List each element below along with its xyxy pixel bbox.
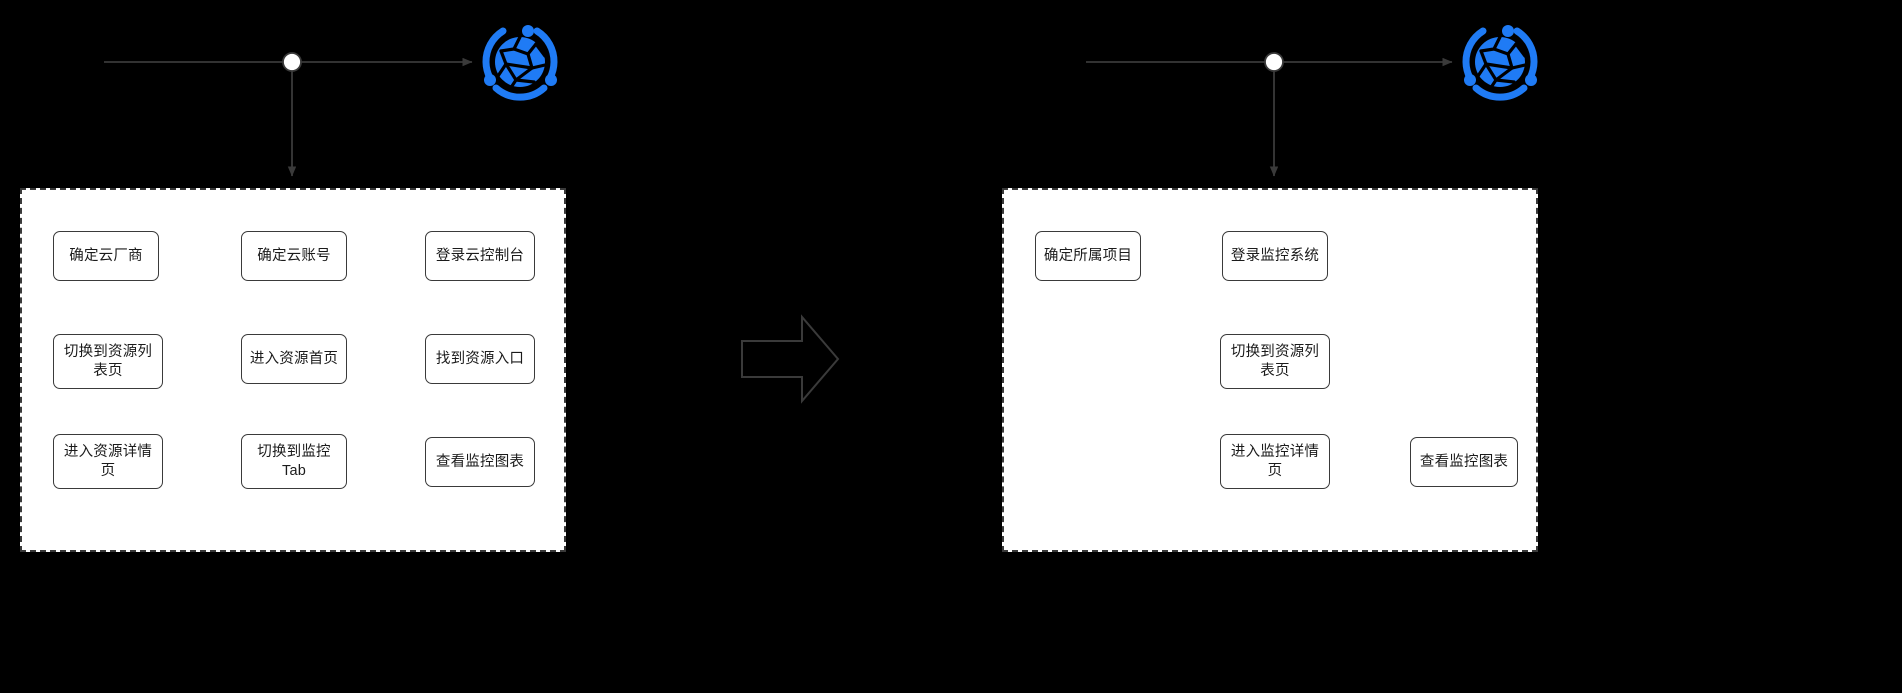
top-right-connector	[1086, 52, 1453, 177]
node-confirm-project[interactable]: 确定所属项目	[1035, 231, 1141, 281]
node-enter-resource-detail[interactable]: 进入资源详情 页	[53, 434, 163, 489]
node-confirm-cloud-account[interactable]: 确定云账号	[241, 231, 347, 281]
node-login-cloud-console[interactable]: 登录云控制台	[425, 231, 535, 281]
node-enter-monitor-detail[interactable]: 进入监控详情 页	[1220, 434, 1330, 489]
node-view-monitor-chart-left[interactable]: 查看监控图表	[425, 437, 535, 487]
transform-block-arrow	[741, 314, 840, 404]
node-switch-resource-list[interactable]: 切换到资源列 表页	[53, 334, 163, 389]
node-find-resource-entry[interactable]: 找到资源入口	[425, 334, 535, 384]
top-left-connector	[104, 52, 473, 177]
node-login-monitoring-system[interactable]: 登录监控系统	[1222, 231, 1328, 281]
node-switch-resource-list-right[interactable]: 切换到资源列 表页	[1220, 334, 1330, 389]
node-confirm-cloud-vendor[interactable]: 确定云厂商	[53, 231, 159, 281]
blue-globe-network-icon	[482, 25, 558, 101]
node-switch-monitor-tab[interactable]: 切换到监控 Tab	[241, 434, 347, 489]
node-enter-resource-home[interactable]: 进入资源首页	[241, 334, 347, 384]
blue-globe-network-icon	[1462, 25, 1538, 101]
node-view-monitor-chart-right[interactable]: 查看监控图表	[1410, 437, 1518, 487]
